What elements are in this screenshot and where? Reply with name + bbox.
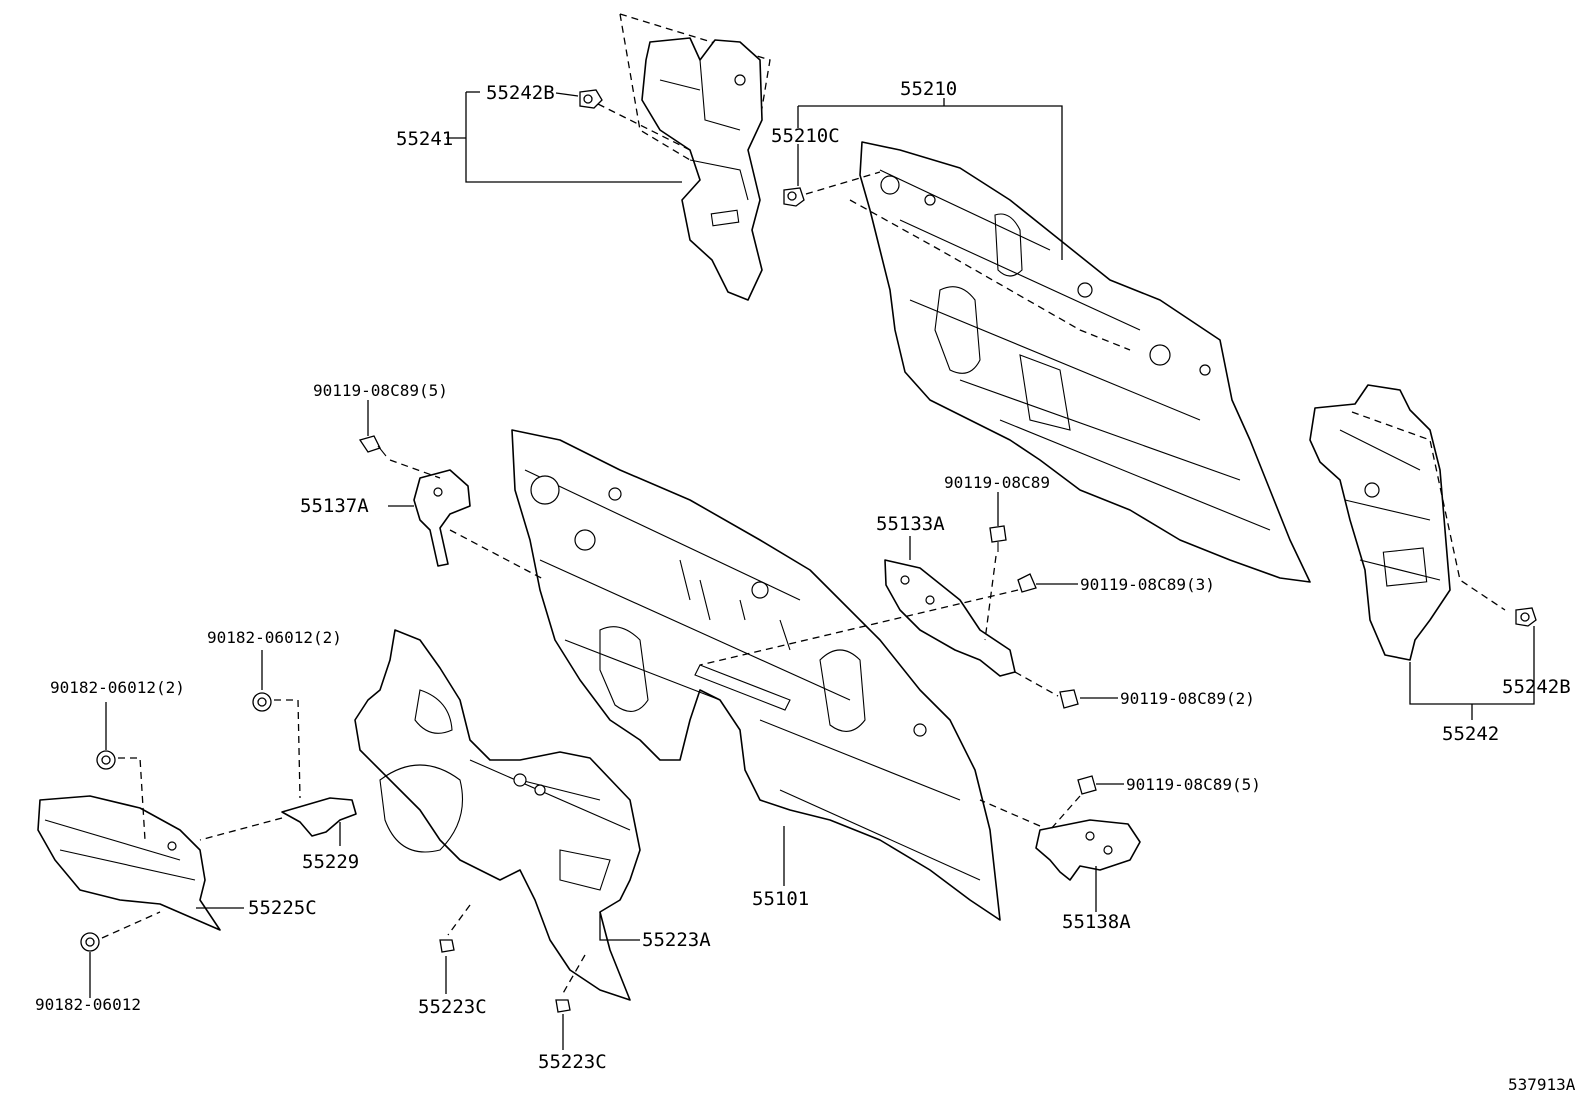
label-90119-3: 90119-08C89(3) [1080, 575, 1215, 594]
label-55138A: 55138A [1062, 911, 1131, 933]
label-55137A: 55137A [300, 495, 369, 517]
clip-55223C-a [439, 939, 455, 953]
label-90182-2-mid: 90182-06012(2) [207, 628, 342, 647]
leader-lines [89, 91, 1535, 1050]
part-55138A-bracket [1035, 819, 1141, 881]
label-55242B-top: 55242B [486, 82, 555, 104]
label-55223C-a: 55223C [418, 996, 487, 1018]
bolt-90119-bottom [1077, 775, 1097, 795]
label-55225C: 55225C [248, 897, 317, 919]
label-55223C-b: 55223C [538, 1051, 607, 1073]
nut-90182-single [80, 932, 100, 952]
part-55137A-bracket [413, 469, 471, 567]
bolt-90119-top [358, 435, 387, 457]
part-55133A-bracket [884, 559, 1016, 677]
part-55101-dash-panel [511, 429, 1001, 921]
bolt-90119-3 [1017, 573, 1037, 593]
part-55225C-panel [37, 795, 221, 931]
label-55242B-right: 55242B [1502, 676, 1571, 698]
label-90119-single: 90119-08C89 [944, 473, 1050, 492]
bolt-90119-2 [1059, 689, 1079, 709]
label-90119-5-top: 90119-08C89(5) [313, 381, 448, 400]
part-55223A-insulator [354, 629, 641, 1001]
clip-55210C [783, 187, 805, 207]
label-55101: 55101 [752, 888, 809, 910]
clip-55223C-b [555, 999, 571, 1013]
part-55242-panel [1309, 384, 1451, 661]
clip-55242B-right [1515, 607, 1537, 627]
label-90119-5-bottom: 90119-08C89(5) [1126, 775, 1261, 794]
label-55133A: 55133A [876, 513, 945, 535]
clip-55242B-top [579, 89, 603, 109]
bolt-90119-single [989, 525, 1007, 552]
part-55241-panel [619, 13, 771, 301]
label-90182-single: 90182-06012 [35, 995, 141, 1014]
label-55210: 55210 [900, 78, 957, 100]
label-55210C: 55210C [771, 125, 840, 147]
label-90119-2: 90119-08C89(2) [1120, 689, 1255, 708]
label-90182-2-left: 90182-06012(2) [50, 678, 185, 697]
part-55229-bracket [281, 797, 357, 837]
label-55241: 55241 [396, 128, 453, 150]
nut-90182-mid [252, 692, 272, 712]
nut-90182-left [96, 750, 116, 770]
label-55229: 55229 [302, 851, 359, 873]
label-55242: 55242 [1442, 723, 1499, 745]
label-55223A: 55223A [642, 929, 711, 951]
diagram-id: 537913A [1508, 1075, 1576, 1094]
part-55210-insulator [859, 141, 1311, 583]
